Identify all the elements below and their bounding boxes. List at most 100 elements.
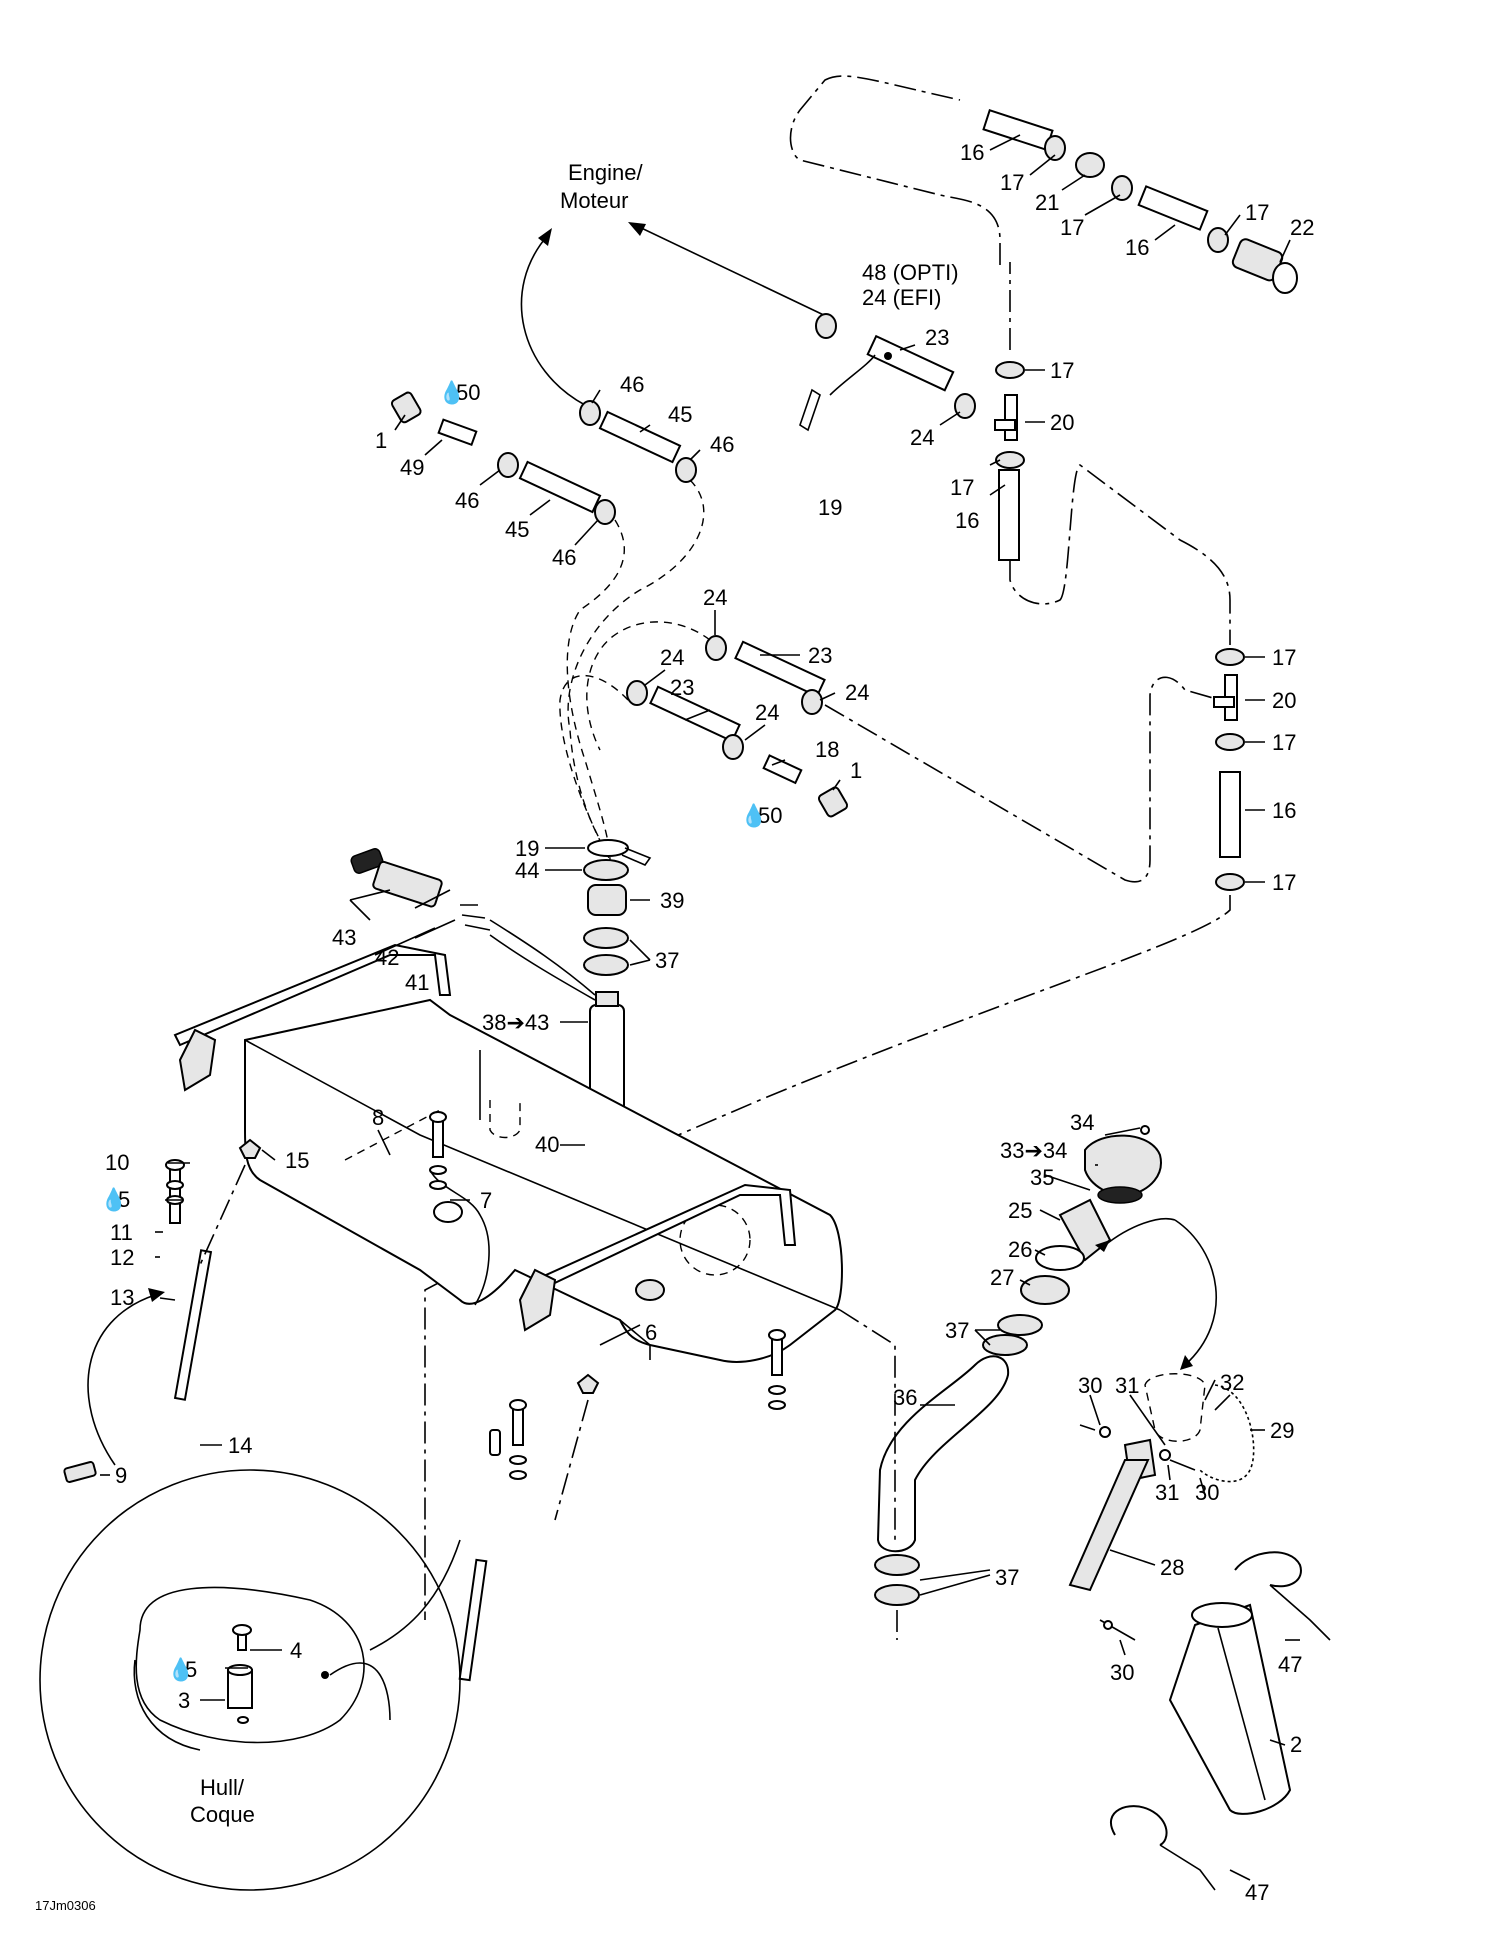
callout-16: 16 xyxy=(960,140,984,165)
variant-efi: 24 (EFI) xyxy=(862,285,941,310)
callout-46: 46 xyxy=(710,432,734,457)
clamp-37-d xyxy=(982,1334,1028,1356)
clamp-17-g xyxy=(1215,733,1245,751)
callout-24: 24 xyxy=(910,425,934,450)
callout-24: 24 xyxy=(660,645,684,670)
clamp-46-b xyxy=(497,452,519,478)
callout-27: 27 xyxy=(990,1265,1014,1290)
left-upper-hoses xyxy=(390,391,705,861)
sleeve-2 xyxy=(1168,1603,1292,1815)
callout-19: 19 xyxy=(515,836,539,861)
fitting-49 xyxy=(437,418,478,447)
vent-assembly xyxy=(1068,1218,1255,1641)
hull-label-2: Coque xyxy=(190,1802,255,1827)
callout-47: 47 xyxy=(1278,1652,1302,1677)
leader-lines xyxy=(100,134,1300,1881)
clamp-24-b xyxy=(954,393,976,419)
valve-21 xyxy=(1075,152,1105,178)
tee-20-b-branch xyxy=(1213,696,1235,708)
callout-41: 41 xyxy=(405,970,429,995)
callout-37: 37 xyxy=(655,948,679,973)
connector-43-a xyxy=(350,848,384,874)
arrow-9 xyxy=(87,1288,165,1466)
connector-43-b xyxy=(372,860,443,908)
callout-34: 34 xyxy=(1070,1110,1094,1135)
callout-1: 1 xyxy=(850,758,862,783)
ring-27 xyxy=(1020,1275,1070,1305)
clamp-24-c xyxy=(705,635,727,661)
callout-44: 44 xyxy=(515,858,539,883)
callout-28: 28 xyxy=(1160,1555,1184,1580)
callout-17: 17 xyxy=(1272,870,1296,895)
tank-port-b xyxy=(635,1279,665,1301)
callout-47: 47 xyxy=(1245,1880,1269,1905)
callout-1: 1 xyxy=(375,428,387,453)
callout-29: 29 xyxy=(1270,1418,1294,1443)
bolt-10 xyxy=(169,1162,181,1224)
tee-assembly-upper xyxy=(799,262,1231,645)
callout-23: 23 xyxy=(670,675,694,700)
callout-23: 23 xyxy=(925,325,949,350)
hose-16-b xyxy=(1137,185,1209,231)
pad-9 xyxy=(63,1461,97,1483)
callout-23: 23 xyxy=(808,643,832,668)
callout-17: 17 xyxy=(950,475,974,500)
callout-25: 25 xyxy=(1008,1198,1032,1223)
hose-16-d xyxy=(1219,771,1241,858)
tee-20-a-branch xyxy=(994,419,1016,431)
clamp-24-f xyxy=(722,734,744,760)
fuel-tank xyxy=(244,998,843,1363)
callout-33-34: 33➔34 xyxy=(1000,1138,1067,1163)
cap-1-b xyxy=(817,786,849,818)
screw-lower xyxy=(458,1558,488,1682)
callout-22: 22 xyxy=(1290,215,1314,240)
clamp-37-c xyxy=(997,1314,1043,1336)
clamp-46-c xyxy=(675,457,697,483)
callout-24: 24 xyxy=(755,700,779,725)
clamp-17-h xyxy=(1215,873,1245,891)
callout-6: 6 xyxy=(645,1320,657,1345)
callout-17: 17 xyxy=(1060,215,1084,240)
filler-neck-assembly xyxy=(839,1125,1162,1640)
plug-1 xyxy=(489,1429,501,1456)
clamp-46-d xyxy=(594,499,616,525)
callout-46: 46 xyxy=(455,488,479,513)
engine-label-1: Engine/ xyxy=(568,160,644,185)
cap-34 xyxy=(1140,1125,1150,1135)
callout-17: 17 xyxy=(1272,645,1296,670)
callout-7: 7 xyxy=(480,1188,492,1213)
connector-assembly xyxy=(349,848,596,1001)
tank-sender-outline xyxy=(679,1204,751,1276)
clamp-46-a xyxy=(579,400,601,426)
washer-11 xyxy=(166,1180,184,1190)
cap-1-a xyxy=(390,391,422,424)
strap-8-b xyxy=(533,1183,797,1292)
callout-30: 30 xyxy=(1195,1480,1219,1505)
callout-43: 43 xyxy=(332,925,356,950)
callout-42: 42 xyxy=(375,945,399,970)
callout-45: 45 xyxy=(668,402,692,427)
callout-20: 20 xyxy=(1050,410,1074,435)
callout-37: 37 xyxy=(995,1565,1019,1590)
callout-50: 50 xyxy=(758,803,782,828)
vent-hose-28 xyxy=(1068,1459,1150,1592)
callout-19: 19 xyxy=(818,495,842,520)
clamp-24-a xyxy=(815,313,837,339)
callout-15: 15 xyxy=(285,1148,309,1173)
nut-15 xyxy=(238,1138,262,1159)
callout-2: 2 xyxy=(1290,1732,1302,1757)
bracket-13-a xyxy=(178,1028,217,1092)
callout-8: 8 xyxy=(372,1105,384,1130)
clamp-37-b xyxy=(583,954,629,976)
top-right-hose-assembly xyxy=(789,75,1298,294)
tank-straps xyxy=(173,943,797,1332)
gasket-35 xyxy=(1097,1186,1143,1204)
callout-40: 40 xyxy=(535,1132,559,1157)
callout-5: 5 xyxy=(118,1187,130,1212)
sleeve-assembly xyxy=(1109,1551,1331,1891)
callout-30: 30 xyxy=(1078,1373,1102,1398)
callout-3: 3 xyxy=(178,1688,190,1713)
vent-cap-outline xyxy=(1144,1373,1206,1442)
fitting-22-end xyxy=(1272,262,1298,294)
